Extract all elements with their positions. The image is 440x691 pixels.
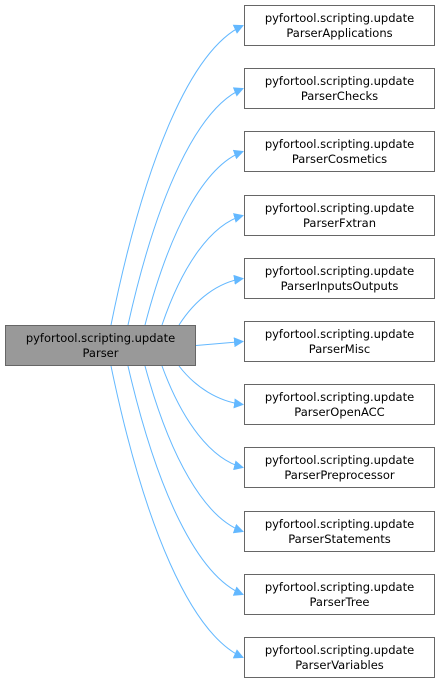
child-node-label-line1: pyfortool.scripting.update [264,73,415,88]
child-node-label-line2: ParserFxtran [303,215,376,230]
root-node-update-parser[interactable]: pyfortool.scripting.update Parser [5,325,196,366]
child-node-label-line2: ParserChecks [300,88,379,103]
edge-to-parsertree [127,365,244,596]
edge-to-parserchecks [127,87,244,326]
edge-to-parserinputsoutputs [178,274,244,326]
child-node-label-line2: ParserTree [309,594,370,609]
child-node-label-line1: pyfortool.scripting.update [264,389,415,404]
edge-to-parserpreprocessor [161,365,244,471]
child-node-label-line2: ParserVariables [295,657,384,672]
edge-to-parseropenacc [178,365,244,409]
child-node-label-line1: pyfortool.scripting.update [264,642,415,657]
edge-to-parsercosmetics [144,149,244,326]
child-node-label-line2: ParserPreprocessor [284,467,395,482]
child-node-label-line2: ParserMisc [308,341,371,356]
child-node-label-line1: pyfortool.scripting.update [264,10,415,25]
child-node-label-line2: ParserOpenACC [294,404,385,419]
child-node-label-line2: ParserApplications [286,25,393,40]
child-node-label-line1: pyfortool.scripting.update [264,326,415,341]
child-node-label-line2: ParserStatements [288,531,391,546]
child-node-label-line1: pyfortool.scripting.update [264,579,415,594]
root-node-label-line2: Parser [82,345,119,360]
child-node-label-line1: pyfortool.scripting.update [264,200,415,215]
child-node-label-line2: ParserCosmetics [291,151,388,166]
edge-to-parserstatements [144,365,244,534]
child-node-label-line1: pyfortool.scripting.update [264,263,415,278]
root-node-label-line1: pyfortool.scripting.update [25,330,176,345]
edge-group [110,24,244,659]
edge-to-parserfxtran [161,213,244,326]
edge-to-parsermisc [195,337,244,348]
edge-to-parserapplications [110,24,244,326]
child-node-label-line1: pyfortool.scripting.update [264,136,415,151]
child-node-label-line1: pyfortool.scripting.update [264,452,415,467]
child-node-label-line2: ParserInputsOutputs [280,278,399,293]
edge-to-parservariables [110,365,244,659]
child-node-label-line1: pyfortool.scripting.update [264,516,415,531]
